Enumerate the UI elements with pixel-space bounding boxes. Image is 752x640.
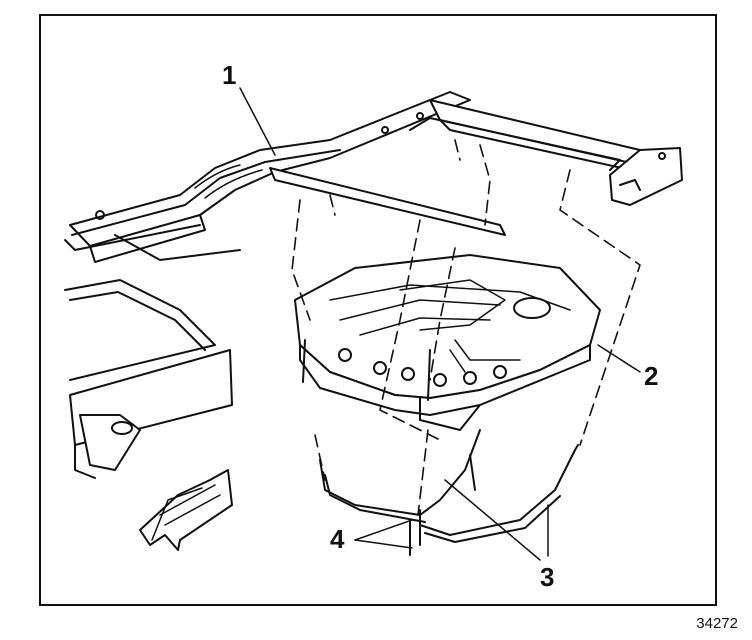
callout-3: 3 bbox=[540, 562, 555, 592]
right-frame-rail bbox=[609, 147, 683, 206]
lower-frame-section bbox=[64, 224, 241, 479]
front-direction-arrow-icon bbox=[139, 469, 233, 551]
fuel-tank-straps bbox=[319, 429, 579, 543]
callout-2: 2 bbox=[644, 361, 659, 391]
strap-bolts bbox=[302, 339, 431, 556]
left-frame-rail bbox=[69, 91, 471, 263]
fuel-tank bbox=[294, 254, 601, 431]
rear-crossmember bbox=[269, 99, 641, 236]
callout-4: 4 bbox=[330, 524, 345, 554]
callout-leaders bbox=[239, 87, 641, 561]
callout-1: 1 bbox=[222, 60, 237, 90]
figure-number: 34272 bbox=[696, 615, 738, 632]
alignment-lines bbox=[291, 139, 641, 516]
